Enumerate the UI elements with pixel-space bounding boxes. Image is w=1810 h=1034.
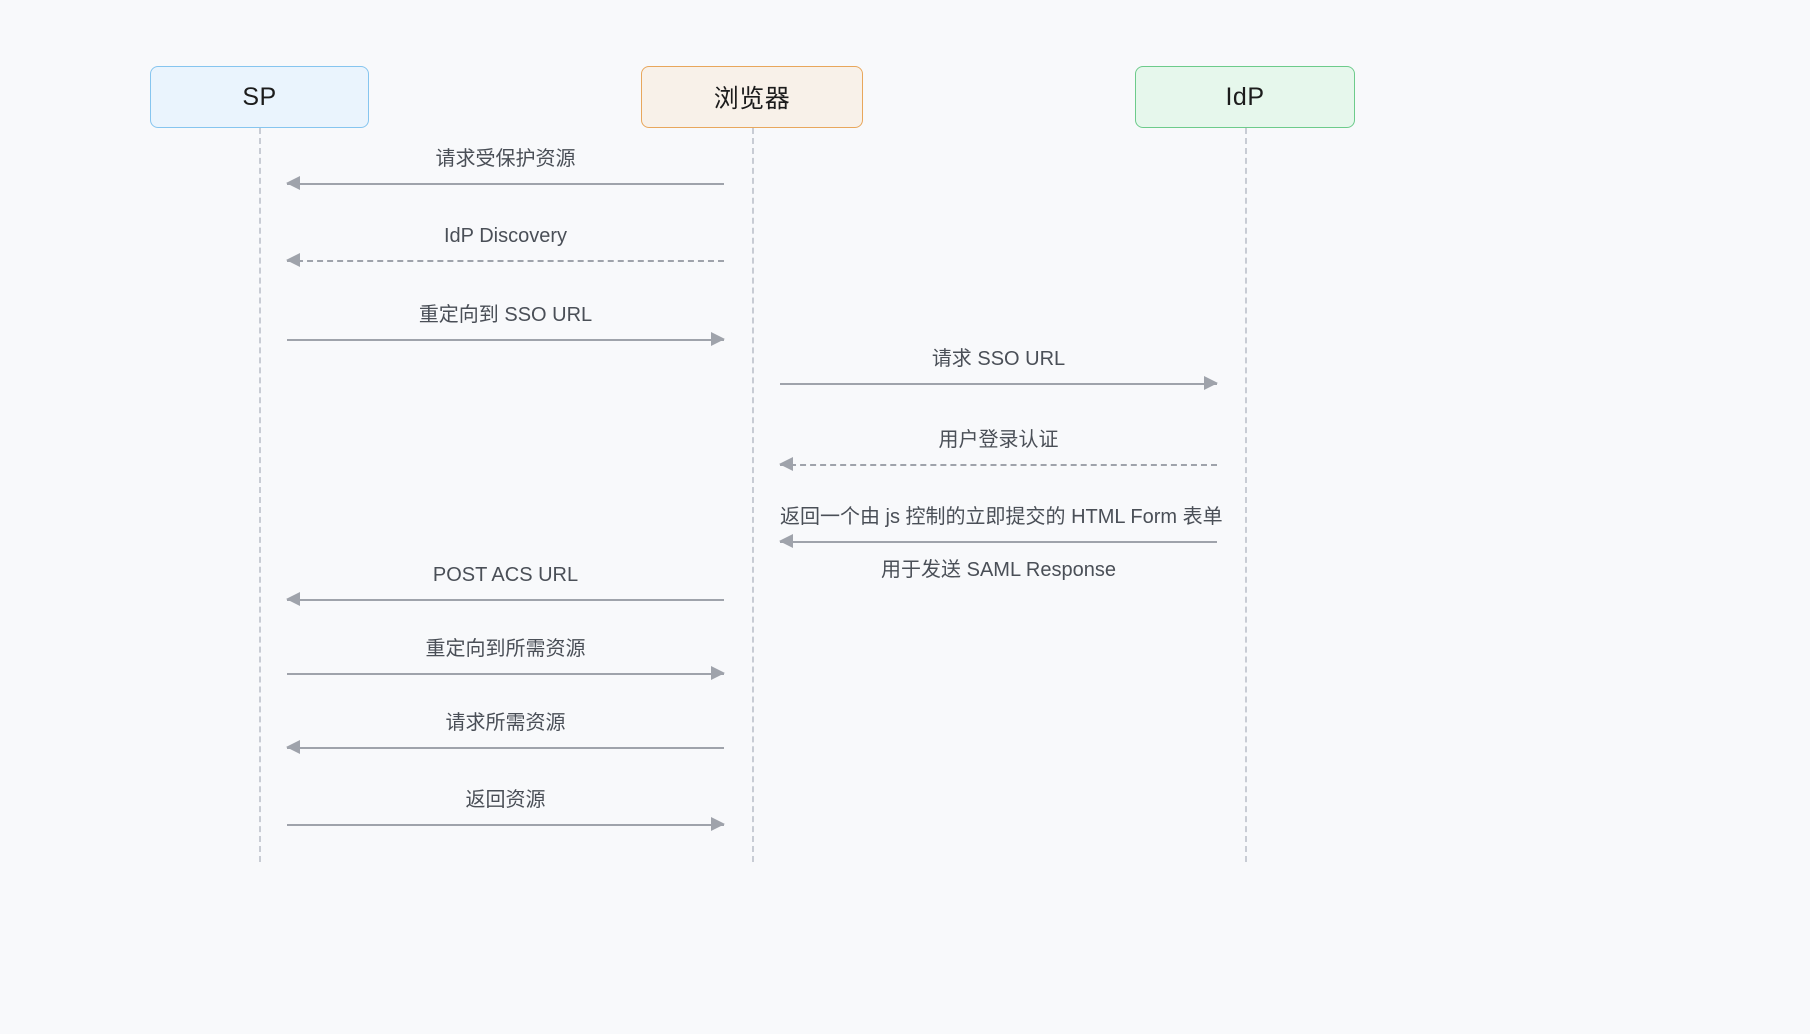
lifeline-sp — [259, 128, 261, 862]
message-line — [287, 673, 724, 675]
message-label: 请求 SSO URL — [931, 348, 1066, 370]
participant-box-idp[interactable]: IdP — [1135, 66, 1355, 128]
message-label: 返回一个由 js 控制的立即提交的 HTML Form 表单 — [780, 506, 1223, 528]
arrowhead-right-icon — [711, 666, 725, 680]
arrowhead-left-icon — [286, 592, 300, 606]
arrowhead-left-icon — [286, 176, 300, 190]
participant-label-sp: SP — [242, 82, 277, 111]
arrowhead-right-icon — [711, 332, 725, 346]
message-line — [780, 383, 1217, 385]
lifeline-idp — [1245, 128, 1247, 862]
arrowhead-right-icon — [1204, 376, 1218, 390]
lifeline-browser — [752, 128, 754, 862]
arrowhead-left-icon — [286, 253, 300, 267]
message-label: 返回资源 — [465, 789, 546, 811]
message-line — [780, 541, 1217, 543]
message-label: 重定向到 SSO URL — [418, 304, 593, 326]
arrowhead-left-icon — [286, 740, 300, 754]
message-label-secondary: 用于发送 SAML Response — [881, 559, 1116, 581]
message-line — [287, 599, 724, 601]
arrowhead-right-icon — [711, 817, 725, 831]
arrowhead-left-icon — [779, 457, 793, 471]
message-line — [287, 339, 724, 341]
message-line — [287, 824, 724, 826]
message-label: 请求受保护资源 — [435, 148, 576, 170]
message-label: 重定向到所需资源 — [425, 638, 586, 660]
message-label: 用户登录认证 — [938, 429, 1059, 451]
message-label: 请求所需资源 — [445, 712, 566, 734]
participant-box-sp[interactable]: SP — [150, 66, 369, 128]
message-line — [780, 464, 1217, 466]
arrowhead-left-icon — [779, 534, 793, 548]
message-line — [287, 183, 724, 185]
message-label: IdP Discovery — [443, 225, 567, 247]
participant-label-browser: 浏览器 — [713, 85, 791, 113]
participant-box-browser[interactable]: 浏览器 — [641, 66, 863, 128]
message-label: POST ACS URL — [432, 564, 579, 586]
message-line — [287, 260, 724, 262]
participant-label-idp: IdP — [1225, 82, 1265, 111]
message-line — [287, 747, 724, 749]
